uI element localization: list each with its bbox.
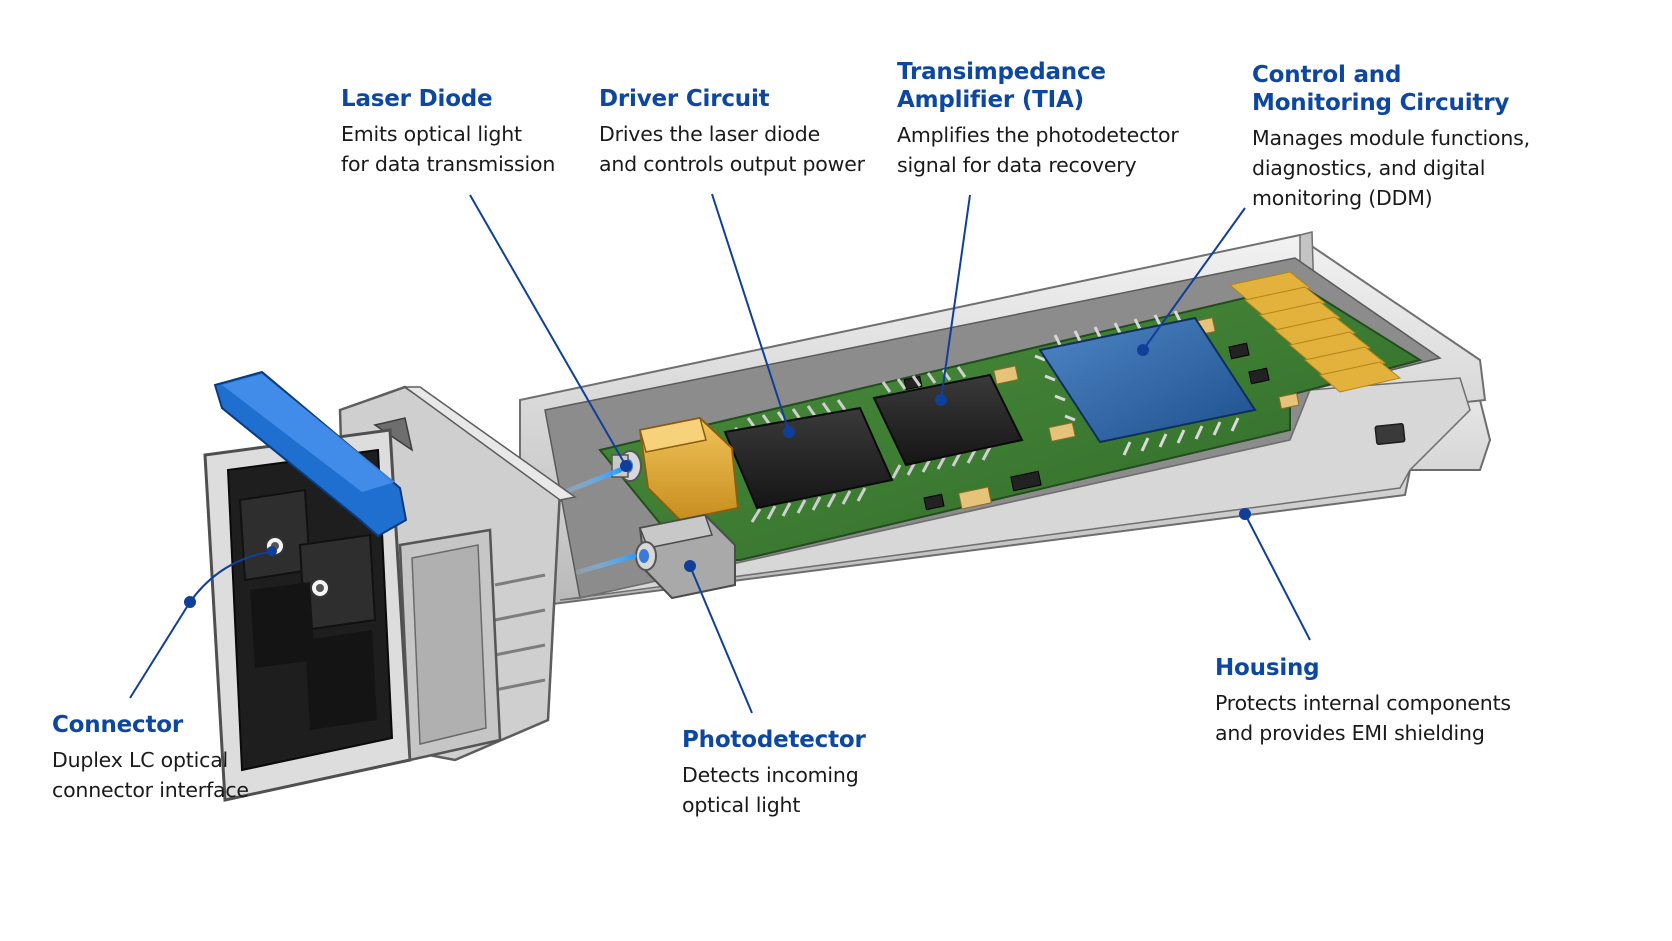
callout-desc: Protects internal components and provide… [1215, 688, 1511, 748]
callout-title: Photodetector [682, 726, 866, 754]
desc-line: signal for data recovery [897, 150, 1179, 180]
desc-line: and controls output power [599, 149, 865, 179]
callout-title: Laser Diode [341, 85, 555, 113]
desc-line: Amplifies the photodetector [897, 120, 1179, 150]
title-line: Transimpedance [897, 58, 1179, 86]
dot-photodetector [685, 561, 695, 571]
callout-desc: Detects incoming optical light [682, 760, 866, 820]
desc-line: Protects internal components [1215, 688, 1511, 718]
dot-driver [784, 427, 794, 437]
desc-line: and provides EMI shielding [1215, 718, 1511, 748]
callout-control: Control and Monitoring Circuitry Manages… [1252, 61, 1530, 213]
callout-desc: Manages module functions, diagnostics, a… [1252, 123, 1530, 213]
callout-housing: Housing Protects internal components and… [1215, 654, 1511, 748]
callout-title: Transimpedance Amplifier (TIA) [897, 58, 1179, 114]
desc-line: Detects incoming [682, 760, 866, 790]
leader-connector [130, 602, 190, 698]
dot-control [1138, 345, 1148, 355]
dot-connector-port [268, 547, 276, 555]
desc-line: monitoring (DDM) [1252, 183, 1530, 213]
callout-title: Driver Circuit [599, 85, 865, 113]
callout-photodetector: Photodetector Detects incoming optical l… [682, 726, 866, 820]
callout-desc: Amplifies the photodetector signal for d… [897, 120, 1179, 180]
callout-title: Connector [52, 711, 249, 739]
title-line: Control and [1252, 61, 1530, 89]
leader-housing [1245, 514, 1310, 640]
callout-tia: Transimpedance Amplifier (TIA) Amplifies… [897, 58, 1179, 180]
callout-title: Housing [1215, 654, 1511, 682]
callout-desc: Duplex LC optical connector interface [52, 745, 249, 805]
desc-line: for data transmission [341, 149, 555, 179]
callout-desc: Drives the laser diode and controls outp… [599, 119, 865, 179]
callout-title: Control and Monitoring Circuitry [1252, 61, 1530, 117]
callout-laser-diode: Laser Diode Emits optical light for data… [341, 85, 555, 179]
desc-line: diagnostics, and digital [1252, 153, 1530, 183]
title-line: Amplifier (TIA) [897, 86, 1179, 114]
desc-line: Emits optical light [341, 119, 555, 149]
desc-line: connector interface [52, 775, 249, 805]
dot-tia [936, 395, 946, 405]
dot-connector [185, 597, 195, 607]
desc-line: Drives the laser diode [599, 119, 865, 149]
dot-laser-diode [621, 461, 631, 471]
title-line: Monitoring Circuitry [1252, 89, 1530, 117]
desc-line: Manages module functions, [1252, 123, 1530, 153]
callout-driver-circuit: Driver Circuit Drives the laser diode an… [599, 85, 865, 179]
desc-line: Duplex LC optical [52, 745, 249, 775]
callout-desc: Emits optical light for data transmissio… [341, 119, 555, 179]
desc-line: optical light [682, 790, 866, 820]
callout-connector: Connector Duplex LC optical connector in… [52, 711, 249, 805]
dot-housing [1240, 509, 1250, 519]
